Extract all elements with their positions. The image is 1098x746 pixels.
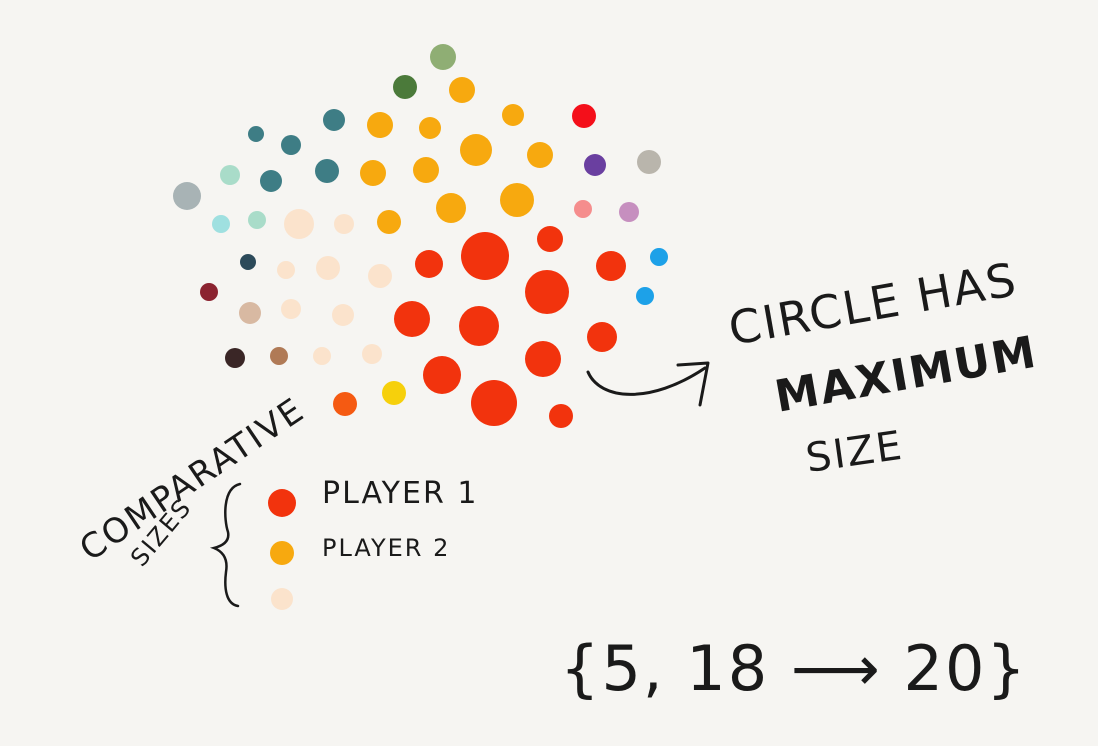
dot — [368, 264, 392, 288]
dot — [527, 142, 553, 168]
circle-note-line3: SIZE — [803, 423, 906, 482]
dot — [460, 134, 492, 166]
dot — [461, 232, 509, 280]
dot — [360, 160, 386, 186]
dot — [413, 157, 439, 183]
dot — [459, 306, 499, 346]
dot — [382, 381, 406, 405]
dot — [277, 261, 295, 279]
dot — [200, 283, 218, 301]
dot — [212, 215, 230, 233]
dot — [500, 183, 534, 217]
dot — [436, 193, 466, 223]
dot — [596, 251, 626, 281]
legend-label-player-2: PLAYER 2 — [322, 534, 450, 562]
dot — [549, 404, 573, 428]
dot — [173, 182, 201, 210]
arrow-curve — [586, 366, 707, 396]
dot — [332, 304, 354, 326]
dot — [377, 210, 401, 234]
legend-brace — [209, 482, 242, 608]
dot — [525, 341, 561, 377]
dot — [248, 126, 264, 142]
dot — [220, 165, 240, 185]
dot — [313, 347, 331, 365]
range-note: {5, 18 ⟶ 20} — [560, 632, 1028, 705]
dot — [650, 248, 668, 266]
dot — [248, 211, 266, 229]
dot — [430, 44, 456, 70]
dot — [393, 75, 417, 99]
dot — [415, 250, 443, 278]
legend-swatch-player-2 — [270, 541, 294, 565]
dot — [270, 347, 288, 365]
dot — [584, 154, 606, 176]
legend: PLAYER 1 PLAYER 2 — [268, 476, 478, 610]
dot — [362, 344, 382, 364]
dot — [636, 287, 654, 305]
legend-swatch-player-1 — [268, 489, 296, 517]
dot — [419, 117, 441, 139]
dot — [619, 202, 639, 222]
dot-cluster — [173, 44, 668, 428]
dot — [572, 104, 596, 128]
dot — [449, 77, 475, 103]
dot — [315, 159, 339, 183]
dot — [225, 348, 245, 368]
dot — [587, 322, 617, 352]
dot — [323, 109, 345, 131]
dot — [239, 302, 261, 324]
dot — [637, 150, 661, 174]
legend-swatch-3 — [271, 588, 293, 610]
dot — [574, 200, 592, 218]
dot — [284, 209, 314, 239]
arrow-head-icon — [676, 361, 710, 407]
legend-label-player-1: PLAYER 1 — [322, 476, 478, 511]
dot — [502, 104, 524, 126]
dot — [525, 270, 569, 314]
dot — [537, 226, 563, 252]
dot — [316, 256, 340, 280]
dot — [281, 135, 301, 155]
dot — [333, 392, 357, 416]
dot — [334, 214, 354, 234]
dot — [260, 170, 282, 192]
dot — [240, 254, 256, 270]
dot — [423, 356, 461, 394]
dot — [471, 380, 517, 426]
dot — [367, 112, 393, 138]
dot — [281, 299, 301, 319]
dot — [394, 301, 430, 337]
